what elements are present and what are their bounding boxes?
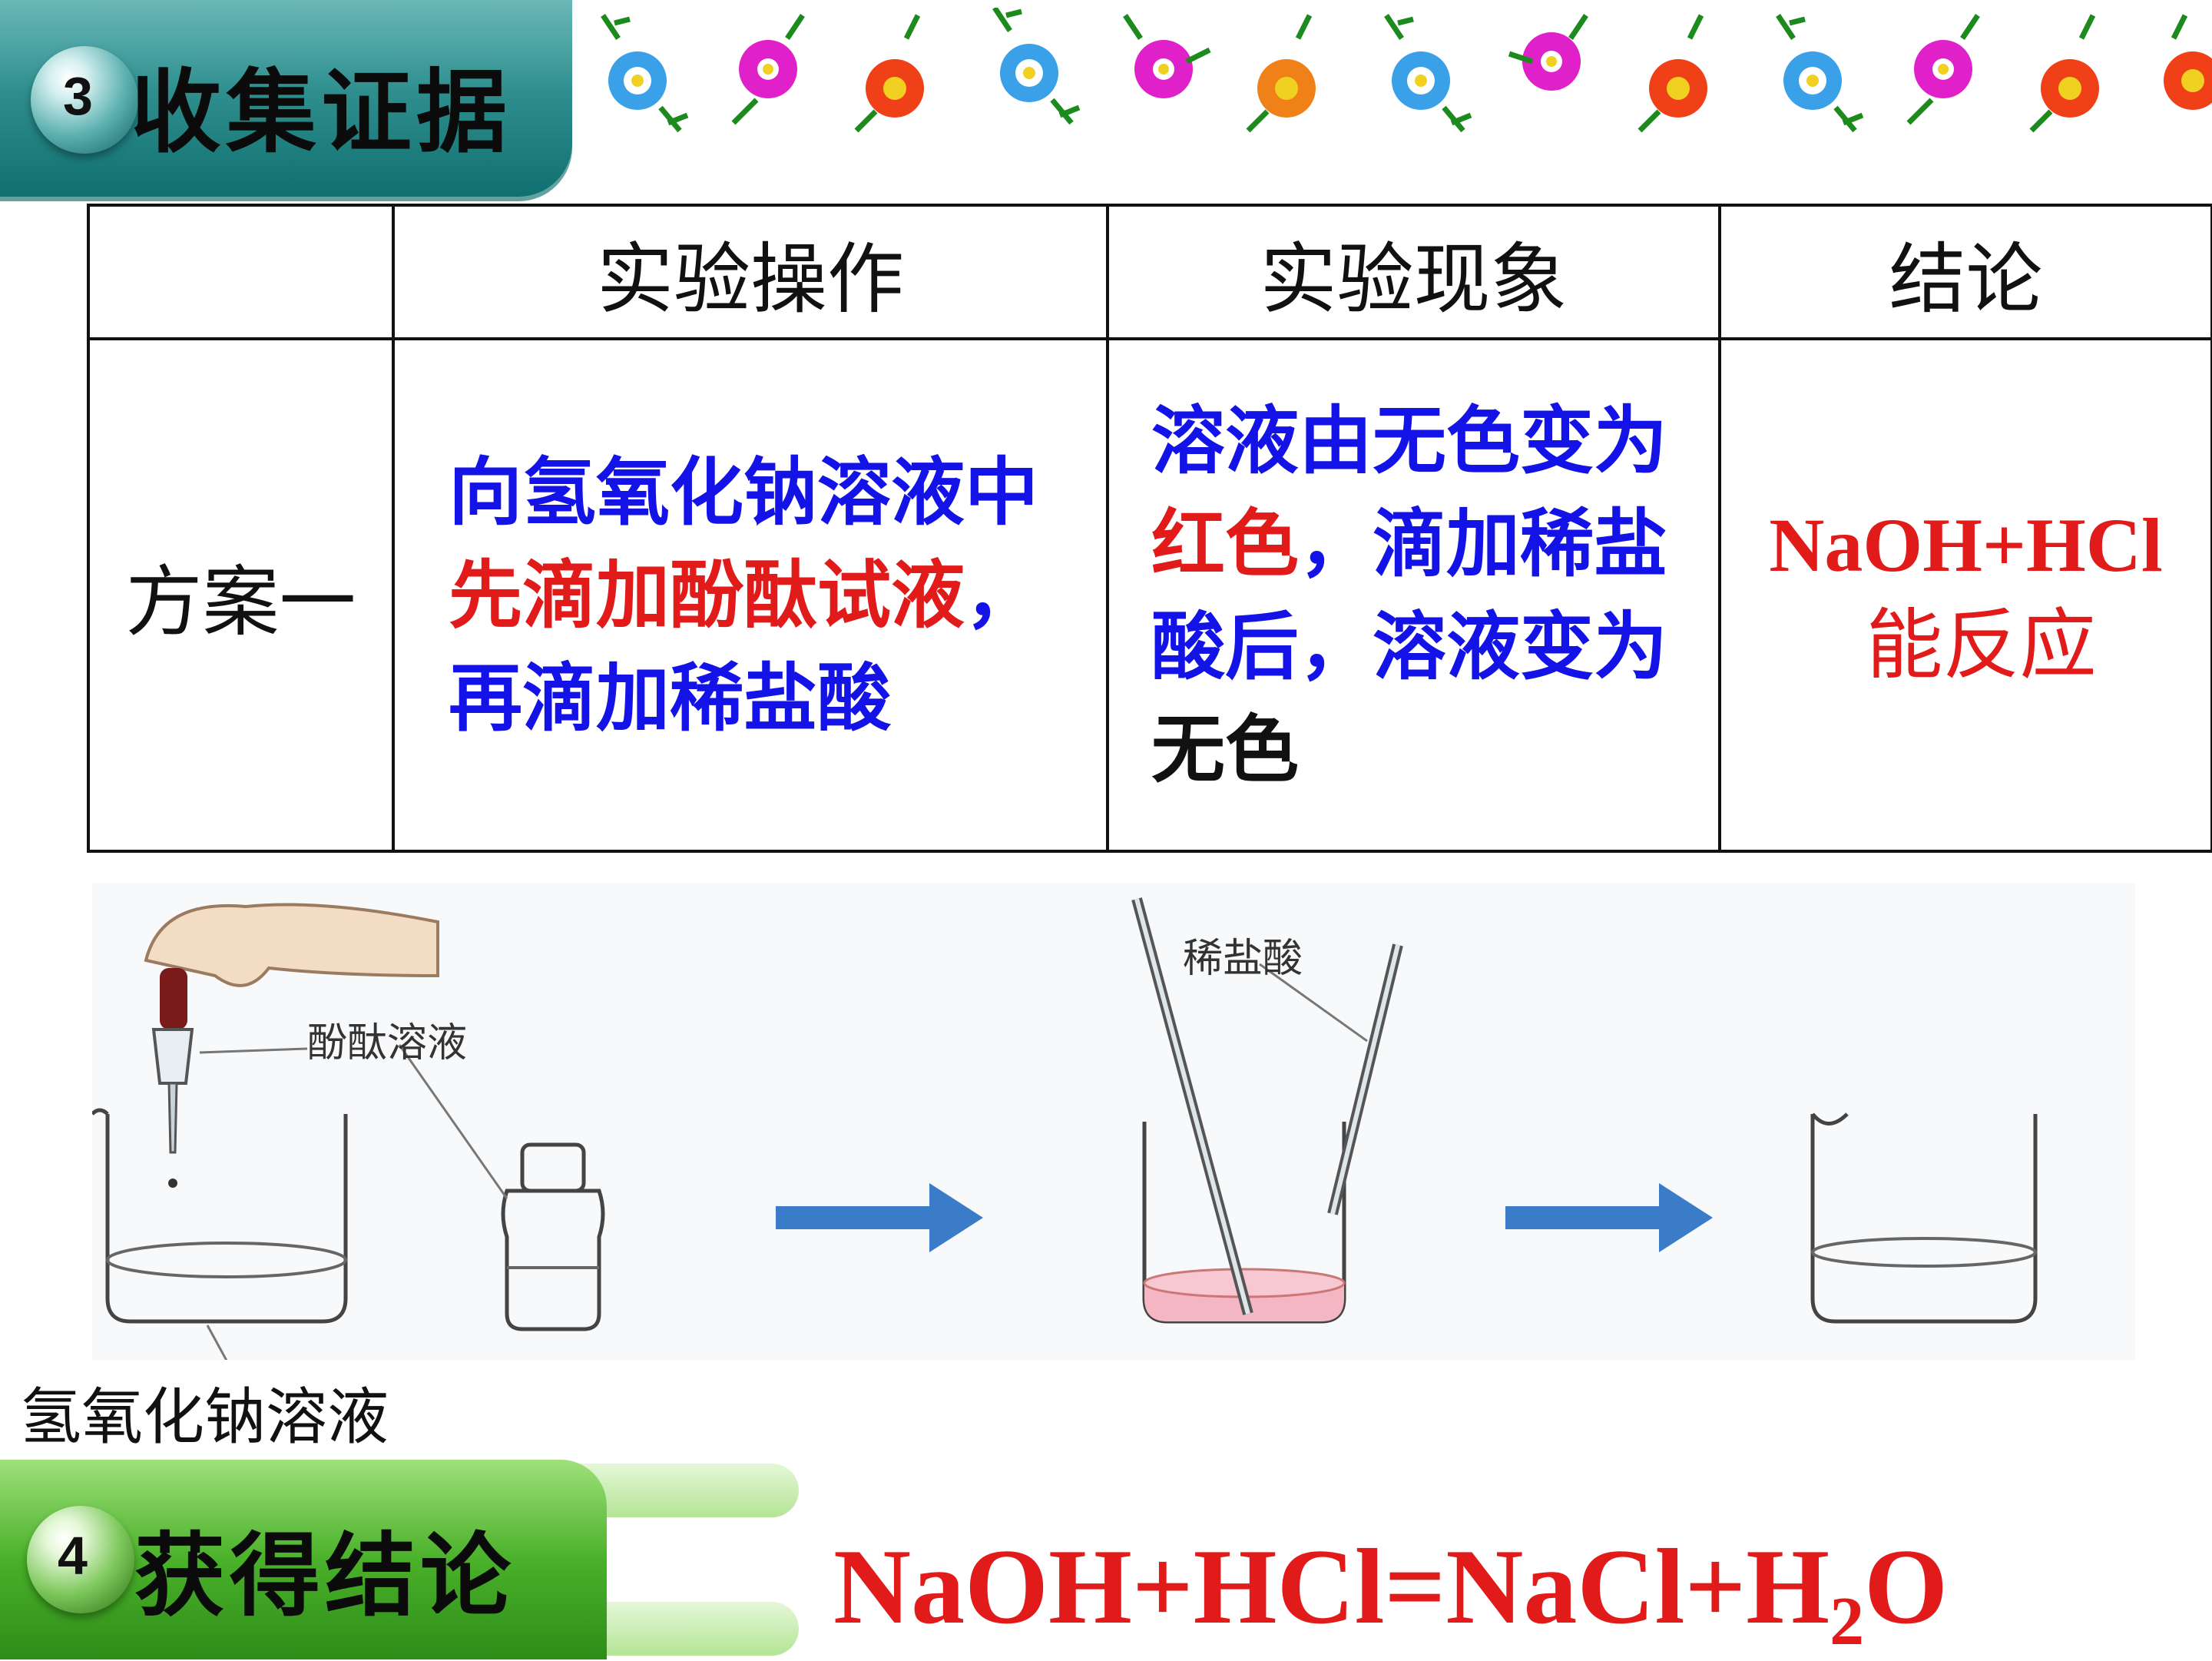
conclusion-line1: NaOH+HCl [1769,502,2163,588]
table-row: 方案一 向氢氧化钠溶液中先滴加酚酞试液，再滴加稀盐酸 溶液由无色变为红色，滴加稀… [87,337,2212,853]
label-pointer [199,1047,308,1054]
header-operation: 实验操作 [392,204,1109,340]
phenomenon-part3: ，滴加稀盐酸后，溶液变为 [1151,499,1667,690]
equation-subscript: 2 [1830,1583,1865,1659]
chemical-equation: NaOH+HCl=NaCl+H2O [833,1525,1948,1661]
flower-border [572,8,2212,154]
section-number: 4 [58,1526,88,1586]
beaker-3-icon [1810,1112,2038,1324]
arrow-right-icon [776,1183,983,1252]
experiment-table: 实验操作 实验现象 结论 方案一 向氢氧化钠溶液中先滴加酚酞试液，再滴加稀盐酸 … [87,204,2212,853]
flower-icon [603,15,687,131]
hcl-label: 稀盐酸 [1183,936,1303,982]
phenolphthalein-label: 酚酞溶液 [307,1020,467,1066]
hand-icon [144,903,439,987]
equation-right: O [1864,1527,1949,1646]
bottle-icon [501,1142,605,1331]
phenomenon-text: 溶液由无色变为红色，滴加稀盐酸后，溶液变为无色 [1109,390,1718,801]
phenomenon-part2: 红色 [1151,499,1299,587]
section-title: 收集证据 [131,59,512,165]
phenomenon-cell: 溶液由无色变为红色，滴加稀盐酸后，溶液变为无色 [1106,337,1721,853]
header-empty [87,204,395,340]
bubble-icon [27,1506,134,1613]
phenomenon-part4: 无色 [1151,705,1299,793]
operation-cell: 向氢氧化钠溶液中先滴加酚酞试液，再滴加稀盐酸 [392,337,1109,853]
operation-text: 向氢氧化钠溶液中先滴加酚酞试液，再滴加稀盐酸 [395,441,1106,750]
row-label: 方案一 [87,337,395,853]
header-phenomenon: 实验现象 [1106,204,1721,340]
section-4-header: 4 获得结论 [0,1460,607,1659]
conclusion-line2: 能反应 [1866,599,2097,690]
naoh-solution-label: 氢氧化钠溶液 [20,1381,389,1453]
operation-part2: 先滴加酚酞试液 [449,551,965,638]
flower-border-graphic [572,8,2212,154]
beaker-1-icon [91,1108,348,1324]
header-conclusion: 结论 [1718,204,2212,340]
equation-left: NaOH+HCl=NaCl+H [833,1527,1830,1646]
arrow-right-icon [1505,1183,1713,1252]
bubble-icon [31,46,138,154]
dropper-icon [151,968,194,1188]
label-pointer [398,1044,508,1199]
operation-part3: ，再滴加稀盐酸 [449,551,1038,741]
experiment-illustration: 酚酞溶液 稀盐酸 [91,884,2135,1368]
conclusion-cell: NaOH+HCl 能反应 [1718,337,2212,853]
label-pointer [1259,963,1368,1043]
table-header-row: 实验操作 实验现象 结论 [87,204,2212,340]
phenomenon-part1: 溶液由无色变为 [1151,396,1667,484]
section-3-header: 3 收集证据 [0,0,572,201]
glass-rod-icon [1131,897,1253,1315]
operation-part1: 向氢氧化钠溶液中 [449,448,1038,535]
dropper-2-icon [1327,943,1403,1215]
section-title: 获得结论 [134,1523,516,1629]
experiment-diagram: 酚酞溶液 稀盐酸 [91,884,2135,1368]
section-number: 3 [63,66,93,126]
